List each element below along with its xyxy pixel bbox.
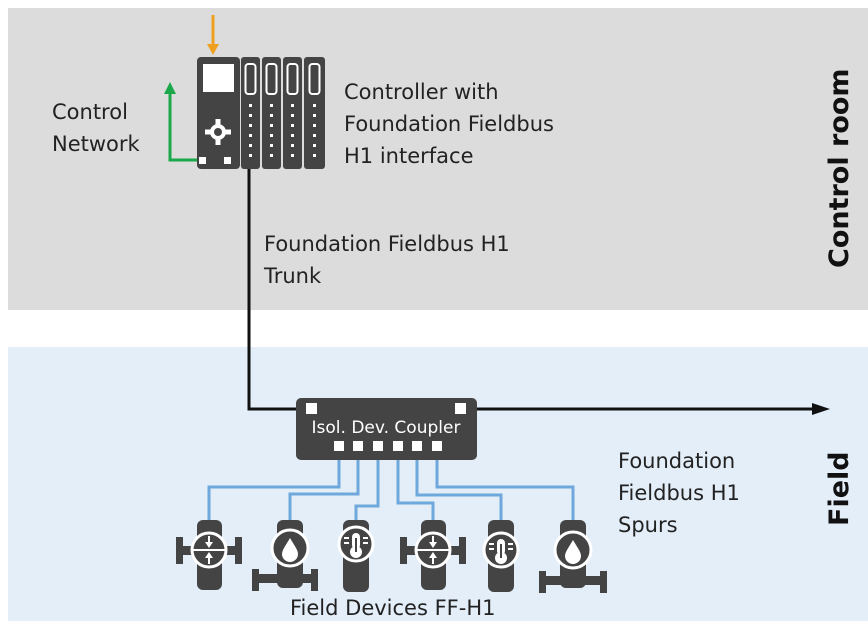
isolating-device-coupler: Isol. Dev. Coupler [296, 398, 477, 460]
controller-label: Controller with Foundation Fieldbus H1 i… [344, 80, 561, 168]
control-room-label: Control room [824, 68, 855, 268]
spur-lines [207, 451, 575, 523]
field-device-level [252, 520, 318, 591]
control-room-zone [8, 8, 868, 310]
drop-icon [565, 540, 581, 564]
spur-line [288, 451, 360, 523]
field-device-temperature [482, 520, 520, 592]
spur-line [435, 451, 575, 523]
spurs-label: Foundation Fieldbus H1 Spurs [618, 449, 747, 537]
trunk-line [247, 169, 830, 415]
trunk-label: Foundation Fieldbus H1 Trunk [263, 232, 516, 288]
io-module [241, 57, 260, 169]
drop-icon [282, 538, 298, 562]
io-module [262, 57, 281, 169]
spur-line [354, 451, 380, 523]
flow-meter-icon [416, 536, 450, 564]
field-devices-label: Field Devices FF-H1 [290, 596, 495, 620]
field-device-level [539, 520, 607, 593]
control-network-label: Control Network [52, 100, 141, 156]
thermometer-icon [344, 533, 368, 558]
field-device-temperature [337, 520, 375, 592]
gear-icon [205, 119, 231, 145]
field-device-flow [176, 520, 242, 590]
controller-rack [197, 57, 325, 169]
spur-line [207, 451, 341, 523]
spur-line [415, 451, 503, 523]
io-module [304, 57, 325, 169]
power-arrow [207, 15, 219, 55]
field-label: Field [824, 451, 855, 526]
spur-line [396, 451, 435, 523]
control-network-arrow [164, 82, 197, 162]
flow-meter-icon [192, 536, 226, 564]
thermometer-icon [489, 539, 513, 564]
io-module [283, 57, 302, 169]
coupler-label: Isol. Dev. Coupler [312, 418, 461, 438]
field-device-flow [400, 520, 466, 590]
